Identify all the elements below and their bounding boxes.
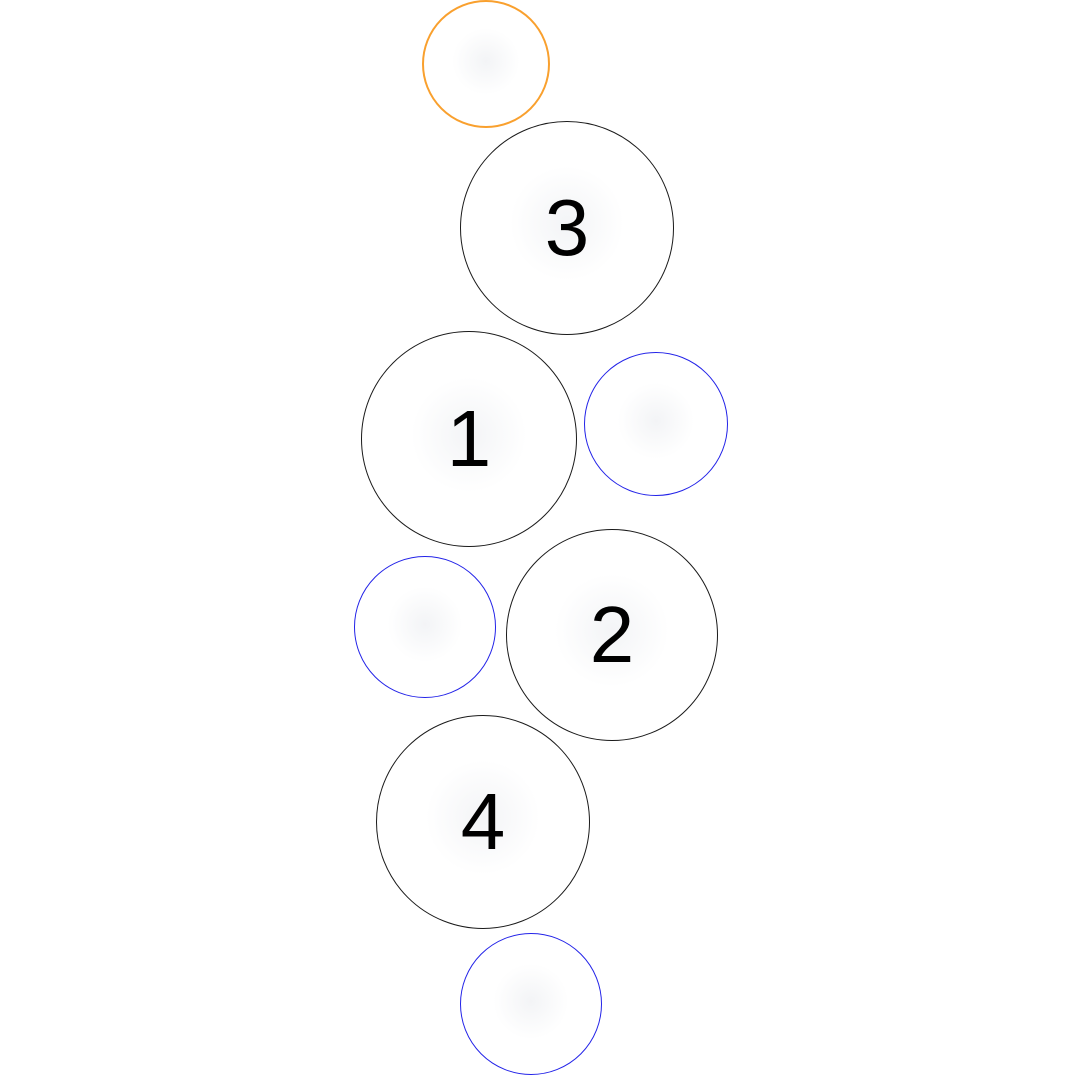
node-label: 4 xyxy=(460,777,506,866)
faint-inner-glow xyxy=(604,370,708,473)
node-label: 1 xyxy=(446,394,492,483)
numbered-circle-4[interactable]: 4 xyxy=(376,715,590,929)
faint-inner-glow xyxy=(441,16,531,107)
numbered-circle-3[interactable]: 3 xyxy=(460,121,674,335)
numbered-circle-1[interactable]: 1 xyxy=(361,331,577,547)
blue-circle-left[interactable] xyxy=(354,556,496,698)
node-label: 3 xyxy=(544,183,590,272)
blue-circle-bottom[interactable] xyxy=(460,933,602,1075)
orange-circle-top[interactable] xyxy=(422,0,550,128)
faint-inner-glow xyxy=(480,950,582,1052)
numbered-circle-2[interactable]: 2 xyxy=(506,529,718,741)
blue-circle-right[interactable] xyxy=(584,352,728,496)
node-label: 2 xyxy=(589,590,635,679)
faint-inner-glow xyxy=(374,573,476,675)
